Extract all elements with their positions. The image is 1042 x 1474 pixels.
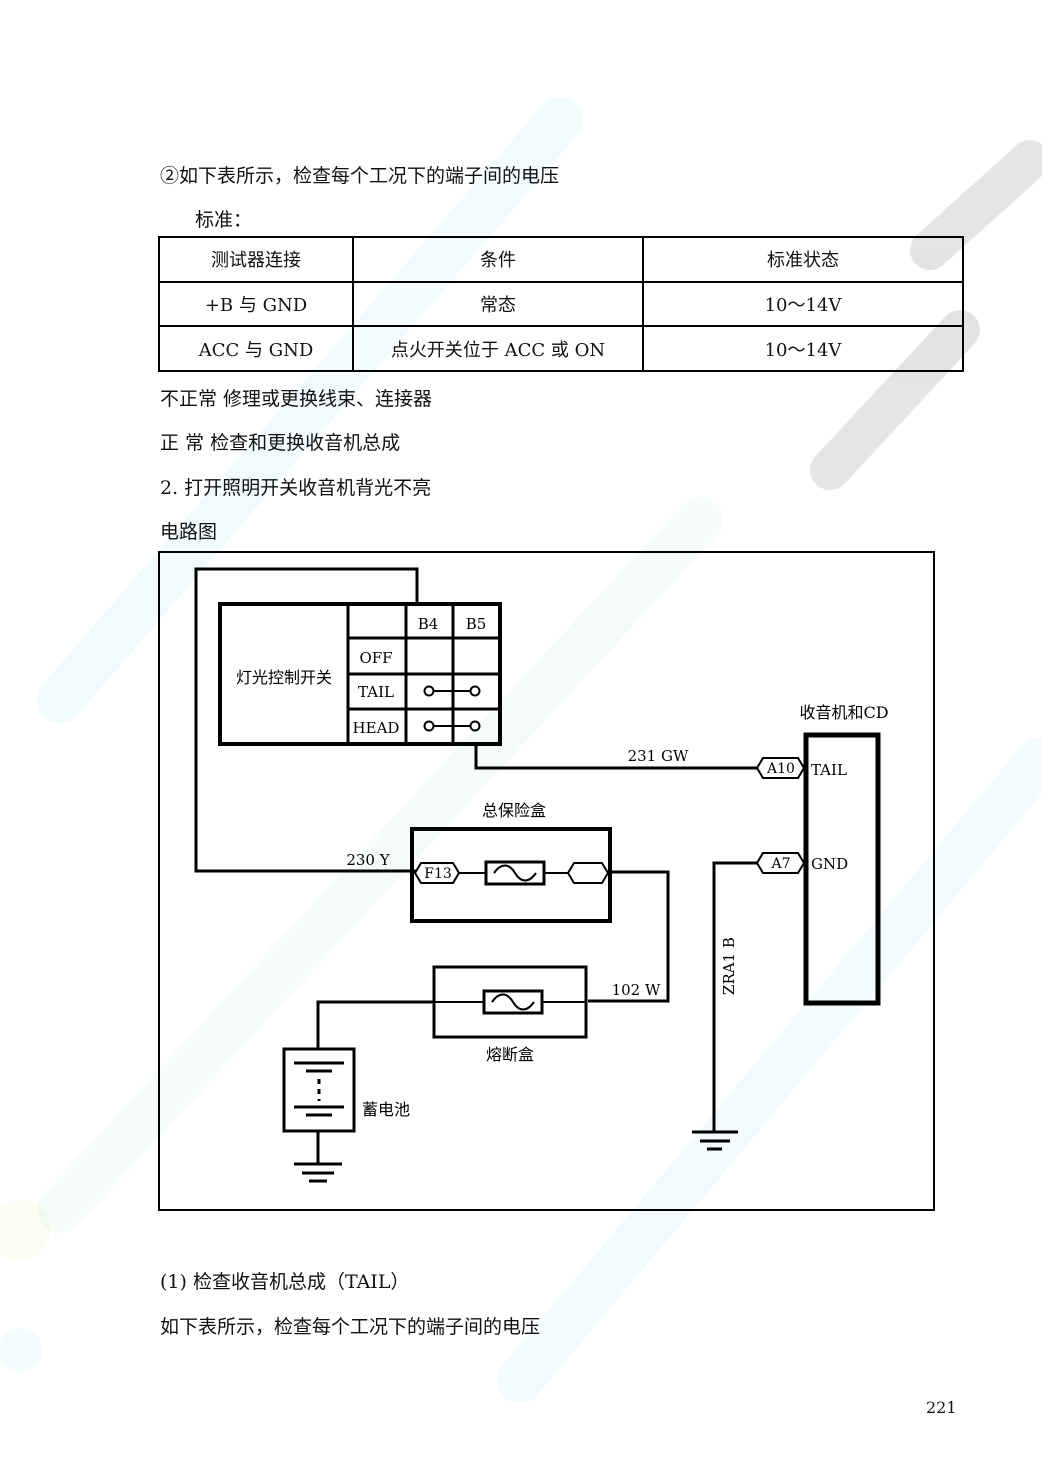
fuse-f13: F13	[424, 866, 452, 882]
table-cell: 10～14V	[642, 325, 964, 372]
pos-head-label: HEAD	[353, 719, 400, 737]
table-cell: 常态	[352, 280, 644, 328]
pin-gnd-label: GND	[811, 855, 848, 873]
fusible-box-label: 熔断盒	[486, 1045, 534, 1064]
battery-label: 蓄电池	[362, 1100, 410, 1119]
step-heading: ②如下表所示，检查每个工况下的端子间的电压	[160, 165, 560, 187]
table-cell: ACC 与 GND	[158, 325, 354, 372]
wire-102-label: 102 W	[612, 981, 661, 999]
col-b5-label: B5	[466, 615, 487, 633]
page-number: 221	[926, 1398, 957, 1417]
sub-step: (1) 检查收音机总成（TAIL）	[160, 1271, 410, 1293]
sub-description: 如下表所示，检查每个工况下的端子间的电压	[160, 1316, 541, 1338]
pin-a7: A7	[770, 856, 790, 872]
pos-off-label: OFF	[359, 649, 392, 667]
standard-label: 标准：	[195, 209, 253, 231]
table-row: +B 与 GND 常态 10～14V	[158, 280, 964, 328]
table-header-row: 测试器连接 条件 标准状态	[158, 236, 964, 283]
circuit-label: 电路图	[160, 521, 218, 543]
wire-231-label: 231 GW	[628, 747, 689, 765]
table-header: 标准状态	[642, 236, 964, 283]
fuse-box-title: 总保险盒	[482, 801, 546, 820]
pin-a10: A10	[766, 761, 795, 777]
pos-tail-label: TAIL	[358, 683, 394, 701]
table-header: 条件	[352, 236, 644, 283]
switch-name: 灯光控制开关	[236, 668, 332, 687]
normal-line: 正 常 检查和更换收音机总成	[160, 432, 401, 454]
section-title: 2. 打开照明开关收音机背光不亮	[160, 477, 432, 499]
col-b4-label: B4	[418, 615, 439, 633]
abnormal-line: 不正常 修理或更换线束、连接器	[160, 388, 433, 410]
table-header: 测试器连接	[158, 236, 354, 283]
standard-table: 测试器连接 条件 标准状态 +B 与 GND 常态 10～14V ACC 与 G…	[158, 236, 964, 372]
pin-tail-label: TAIL	[811, 761, 847, 779]
circuit-diagram: 灯光控制开关 B4 B5 OFF TAIL HEAD 231 GW 收音机和CD…	[158, 551, 935, 1211]
radio-title: 收音机和CD	[799, 703, 888, 722]
wire-zra1-label: ZRA1 B	[720, 937, 738, 995]
table-cell: 10～14V	[642, 280, 964, 328]
wire-230-label: 230 Y	[346, 851, 390, 869]
table-cell: 点火开关位于 ACC 或 ON	[352, 325, 644, 372]
table-cell: +B 与 GND	[158, 280, 354, 328]
table-row: ACC 与 GND 点火开关位于 ACC 或 ON 10～14V	[158, 325, 964, 372]
